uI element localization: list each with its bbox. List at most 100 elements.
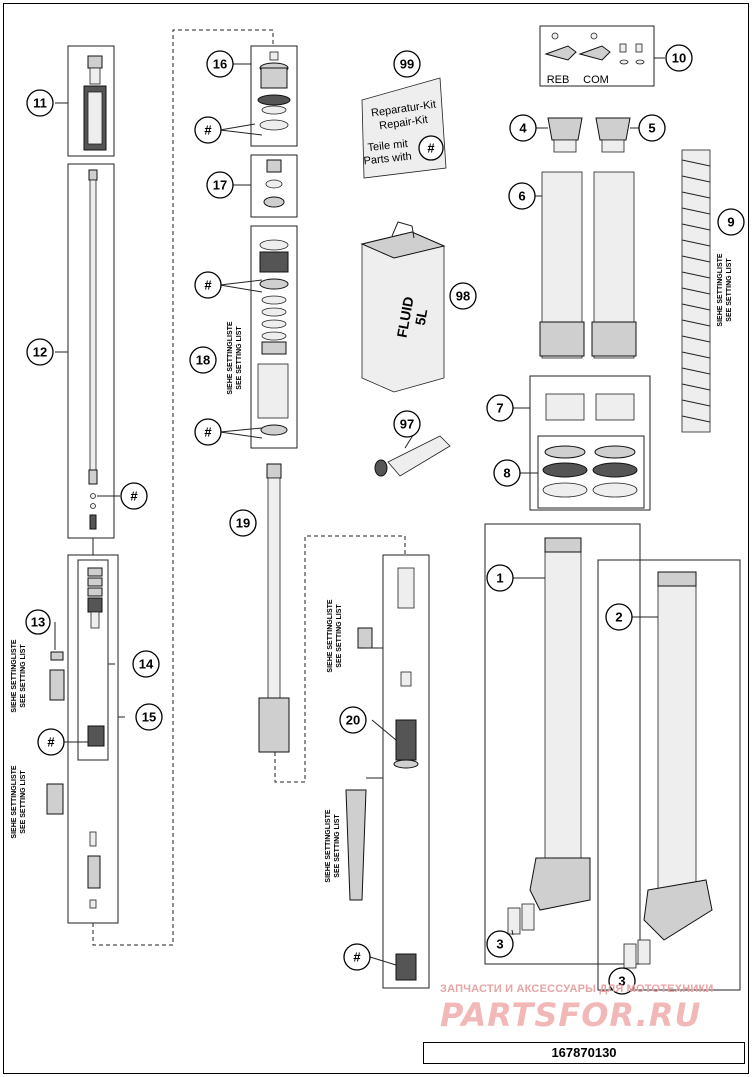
svg-text:SIEHE SETTINGLISTE: SIEHE SETTINGLISTE [717, 253, 724, 326]
svg-text:SIEHE SETTINGLISTE: SIEHE SETTINGLISTE [327, 599, 334, 672]
callout-2: 2 [605, 603, 633, 631]
group-box-17 [250, 154, 298, 218]
callout-3-right: 3 [608, 967, 636, 995]
callout-16: 16 [206, 50, 234, 78]
upper-caps [547, 117, 631, 153]
callout-hash-20: # [343, 943, 371, 971]
callout-99: 99 [393, 50, 421, 78]
svg-text:11: 11 [33, 96, 47, 111]
fork-spring [681, 149, 711, 433]
group-box-10 [539, 25, 655, 87]
svg-text:99: 99 [400, 57, 414, 72]
setting-list-label-15: SIEHE SETTINGLISTE SEE SETTING LIST [11, 765, 27, 838]
callout-1: 1 [486, 564, 514, 592]
svg-text:#: # [427, 141, 435, 156]
svg-text:#: # [204, 278, 212, 293]
callout-11: 11 [26, 89, 54, 117]
svg-text:SEE SETTING LIST: SEE SETTING LIST [336, 604, 343, 668]
group-box-2 [597, 559, 741, 991]
svg-text:5: 5 [648, 121, 655, 136]
damper-valve-stack [46, 567, 105, 909]
svg-text:20: 20 [346, 713, 360, 728]
svg-text:SIEHE SETTINGLISTE: SIEHE SETTINGLISTE [11, 765, 18, 838]
callout-8: 8 [493, 459, 521, 487]
adjuster-knobs [544, 32, 645, 65]
svg-text:SEE SETTING LIST: SEE SETTING LIST [334, 814, 341, 878]
callout-hash-12: # [120, 482, 148, 510]
grease-tube [374, 435, 451, 477]
svg-text:SIEHE SETTINGLISTE: SIEHE SETTINGLISTE [227, 321, 234, 394]
check-valve-parts [263, 159, 285, 208]
setting-list-label-spring: SIEHE SETTINGLISTE SEE SETTING LIST [717, 253, 733, 326]
outer-tube-right [623, 571, 713, 969]
watermark-logo: PARTSFOR.RU [440, 996, 702, 1034]
document-number: 167870130 [423, 1042, 745, 1064]
callout-hash-16: # [194, 116, 222, 144]
callout-4: 4 [509, 114, 537, 142]
damper-rod-part [88, 169, 98, 530]
svg-text:SEE SETTING LIST: SEE SETTING LIST [726, 258, 733, 322]
svg-text:15: 15 [142, 710, 156, 725]
svg-text:8: 8 [503, 466, 510, 481]
svg-text:SIEHE SETTINGLISTE: SIEHE SETTINGLISTE [11, 639, 18, 712]
callout-17: 17 [206, 171, 234, 199]
setting-list-label-base-lower: SIEHE SETTINGLISTE SEE SETTING LIST [325, 809, 341, 882]
svg-text:12: 12 [33, 345, 47, 360]
svg-text:18: 18 [196, 353, 210, 368]
svg-text:10: 10 [672, 51, 686, 66]
callout-14: 14 [132, 650, 160, 678]
callout-13: 13 [25, 609, 51, 635]
fork-cap-assembly [257, 51, 291, 131]
setting-list-label-13: SIEHE SETTINGLISTE SEE SETTING LIST [11, 639, 27, 712]
callout-18: 18 [189, 346, 217, 374]
callout-5: 5 [638, 114, 666, 142]
callout-98: 98 [449, 282, 477, 310]
group-box-7 [529, 375, 651, 511]
callout-19: 19 [229, 509, 257, 537]
svg-text:97: 97 [400, 417, 414, 432]
reb-label: REB [547, 74, 570, 86]
svg-text:#: # [130, 489, 138, 504]
svg-text:1: 1 [496, 571, 503, 586]
seal-bushings [542, 393, 638, 498]
callout-hash-14: # [37, 728, 65, 756]
callout-7: 7 [486, 394, 514, 422]
svg-text:6: 6 [518, 189, 525, 204]
callout-97: 97 [393, 410, 421, 438]
callout-10: 10 [665, 44, 693, 72]
svg-text:#: # [353, 950, 361, 965]
callout-hash-18-upper: # [194, 271, 222, 299]
svg-text:3: 3 [496, 937, 503, 952]
svg-text:13: 13 [31, 615, 45, 630]
group-box-16 [250, 45, 298, 147]
cartridge-top-part [83, 55, 107, 151]
svg-text:9: 9 [727, 215, 734, 230]
callout-15: 15 [135, 703, 163, 731]
outer-tube-left [507, 537, 591, 935]
svg-text:#: # [47, 735, 55, 750]
callout-6: 6 [508, 182, 536, 210]
callout-9: 9 [717, 208, 745, 236]
piston-valve-stack [257, 239, 289, 436]
callout-20: 20 [339, 706, 367, 734]
setting-list-label-18: SIEHE SETTINGLISTE SEE SETTING LIST [227, 321, 243, 394]
svg-text:SEE SETTING LIST: SEE SETTING LIST [20, 644, 27, 708]
svg-text:16: 16 [213, 57, 227, 72]
svg-text:98: 98 [456, 289, 470, 304]
group-box-12 [67, 163, 115, 539]
inner-tubes-short [539, 171, 637, 359]
svg-text:17: 17 [213, 178, 227, 193]
group-box-1 [484, 523, 641, 965]
callout-hash-18-lower: # [194, 418, 222, 446]
svg-text:SEE SETTING LIST: SEE SETTING LIST [20, 770, 27, 834]
group-box-18 [250, 225, 298, 449]
svg-text:SEE SETTING LIST: SEE SETTING LIST [236, 326, 243, 390]
repair-kit-hash-callout: # [418, 135, 444, 161]
svg-text:FLUID: FLUID [394, 295, 417, 338]
svg-text:19: 19 [236, 516, 250, 531]
svg-text:Teile mit: Teile mit [367, 138, 408, 154]
svg-text:Parts with: Parts with [363, 151, 412, 168]
svg-text:#: # [204, 425, 212, 440]
group-box-8 [537, 435, 645, 509]
svg-text:2: 2 [615, 610, 622, 625]
